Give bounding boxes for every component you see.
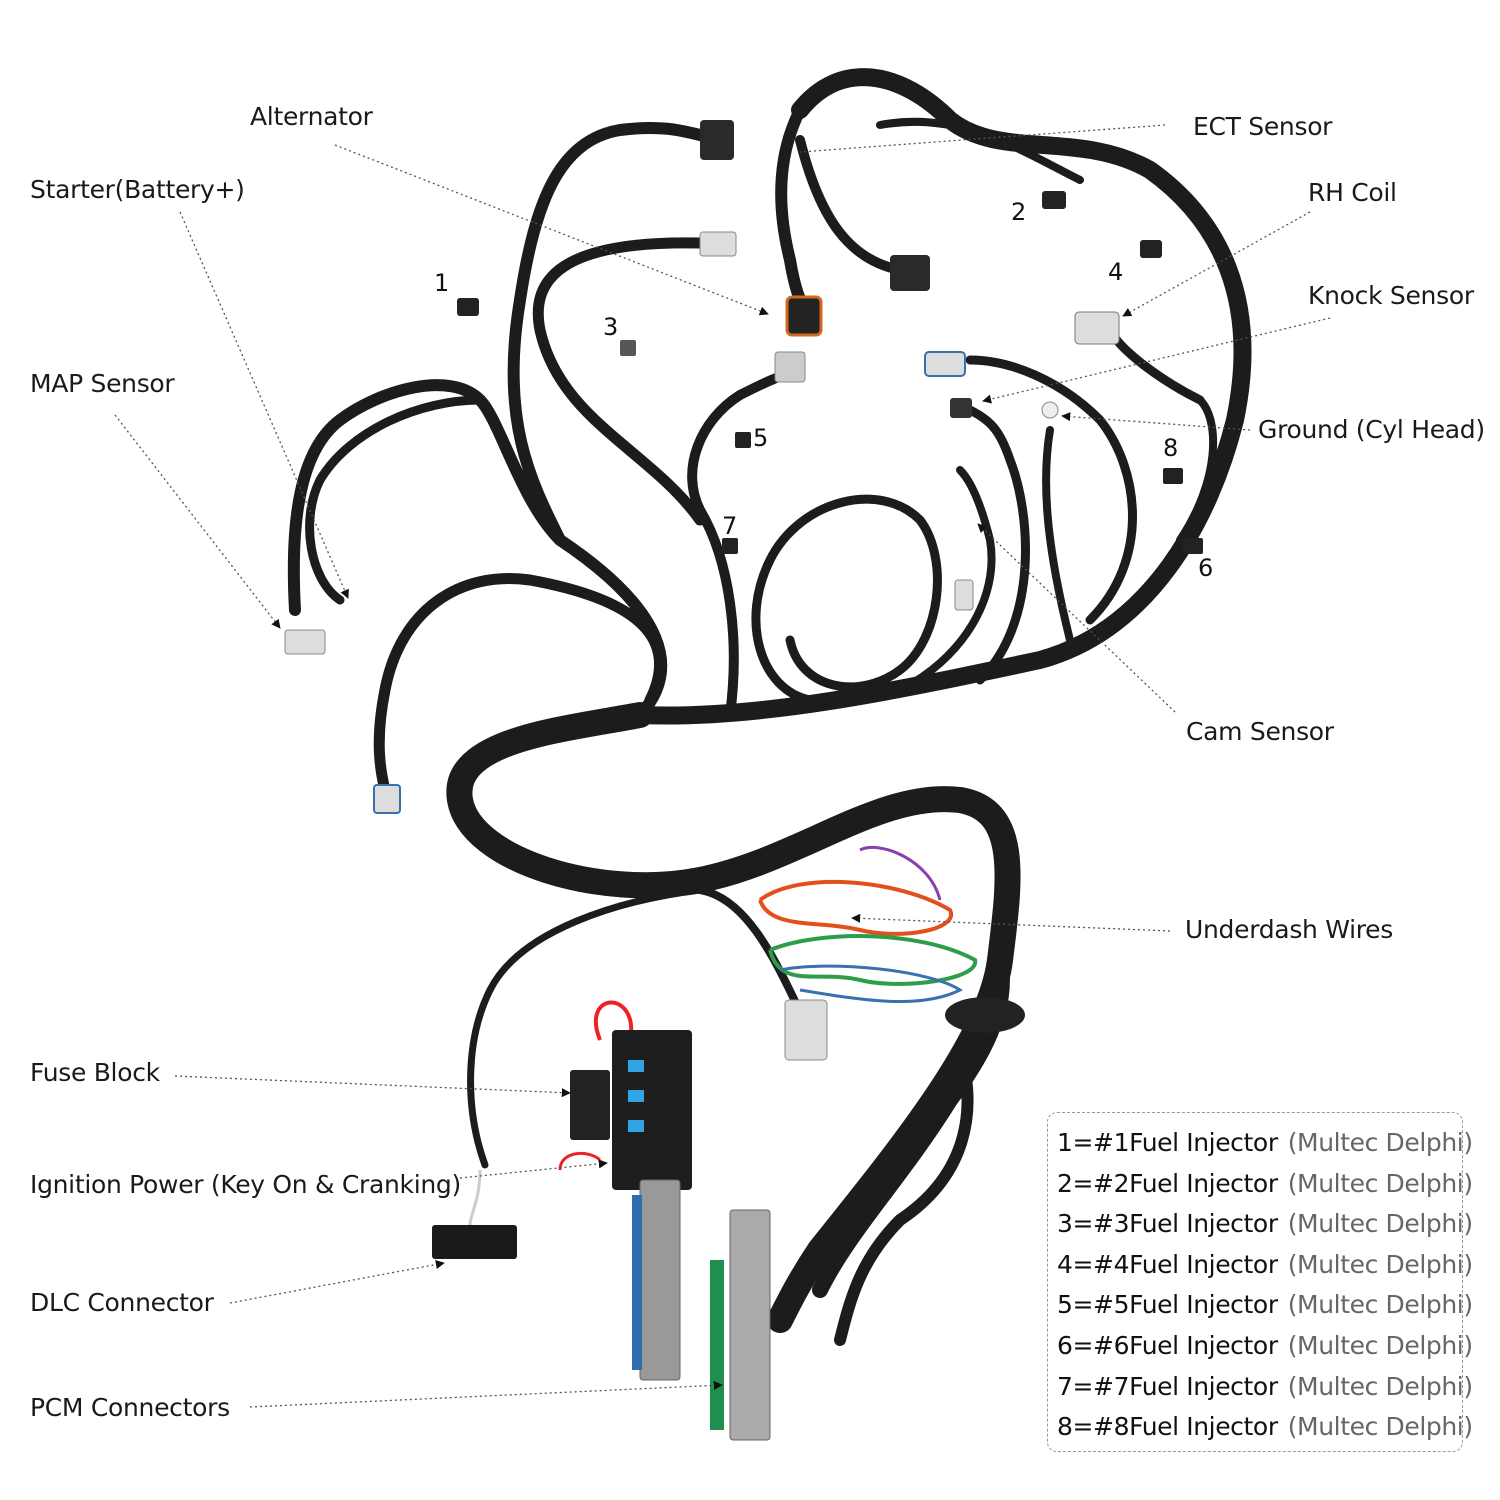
callout-alternator: Alternator <box>250 102 373 131</box>
callout-starter: Starter(Battery+) <box>30 175 245 204</box>
legend-row: 8=#8Fuel Injector (Multec Delphi) <box>1057 1407 1473 1448</box>
legend-label: 1=#1Fuel Injector <box>1057 1128 1278 1157</box>
legend-note: (Multec Delphi) <box>1287 1330 1473 1360</box>
legend-row: 7=#7Fuel Injector (Multec Delphi) <box>1057 1367 1473 1408</box>
callout-cam-sensor: Cam Sensor <box>1186 717 1334 746</box>
legend-note: (Multec Delphi) <box>1287 1209 1473 1239</box>
callout-map-sensor: MAP Sensor <box>30 369 175 398</box>
connectors <box>284 120 1203 1441</box>
legend-label: 5=#5Fuel Injector <box>1057 1290 1278 1320</box>
callout-fuse-block: Fuse Block <box>30 1058 160 1087</box>
injector-number-4: 4 <box>1108 258 1124 286</box>
legend-note: (Multec Delphi) <box>1287 1128 1473 1157</box>
harness-wires <box>287 68 1252 1346</box>
injector-number-1: 1 <box>434 269 450 297</box>
legend-row: 1=#1Fuel Injector (Multec Delphi) <box>1057 1123 1473 1164</box>
callout-pcm-connectors: PCM Connectors <box>30 1393 230 1422</box>
callout-underdash-wires: Underdash Wires <box>1185 915 1393 944</box>
legend-row: 3=#3Fuel Injector (Multec Delphi) <box>1057 1204 1473 1245</box>
callout-dlc-connector: DLC Connector <box>30 1288 214 1317</box>
legend-note: (Multec Delphi) <box>1287 1168 1473 1198</box>
legend-label: 8=#8Fuel Injector <box>1057 1412 1278 1442</box>
legend-note: (Multec Delphi) <box>1287 1290 1473 1320</box>
callout-knock-sensor: Knock Sensor <box>1308 281 1474 310</box>
injector-number-7: 7 <box>722 512 738 540</box>
legend-row: 5=#5Fuel Injector (Multec Delphi) <box>1057 1285 1473 1326</box>
legend-label: 2=#2Fuel Injector <box>1057 1168 1278 1198</box>
callout-rh-coil: RH Coil <box>1308 178 1397 207</box>
callout-ground: Ground (Cyl Head) <box>1258 415 1485 444</box>
legend-row: 4=#4Fuel Injector (Multec Delphi) <box>1057 1245 1473 1286</box>
injector-number-3: 3 <box>603 313 619 341</box>
injector-number-6: 6 <box>1198 554 1214 582</box>
legend-label: 3=#3Fuel Injector <box>1057 1209 1278 1239</box>
callout-ect-sensor: ECT Sensor <box>1193 112 1333 141</box>
injector-legend: 1=#1Fuel Injector (Multec Delphi) 2=#2Fue… <box>1047 1112 1473 1452</box>
leader-lines <box>114 124 1331 1408</box>
injector-number-8: 8 <box>1163 434 1179 462</box>
legend-label: 7=#7Fuel Injector <box>1057 1371 1278 1401</box>
injector-number-2: 2 <box>1011 198 1027 226</box>
injector-number-5: 5 <box>753 424 769 452</box>
legend-row: 2=#2Fuel Injector (Multec Delphi) <box>1057 1164 1473 1205</box>
legend-note: (Multec Delphi) <box>1287 1371 1473 1401</box>
legend-label: 4=#4Fuel Injector <box>1057 1249 1278 1279</box>
legend-row: 6=#6Fuel Injector (Multec Delphi) <box>1057 1326 1473 1367</box>
legend-label: 6=#6Fuel Injector <box>1057 1330 1278 1360</box>
legend-note: (Multec Delphi) <box>1287 1412 1473 1442</box>
legend-note: (Multec Delphi) <box>1287 1249 1473 1279</box>
callout-ignition-power: Ignition Power (Key On & Cranking) <box>30 1170 461 1199</box>
